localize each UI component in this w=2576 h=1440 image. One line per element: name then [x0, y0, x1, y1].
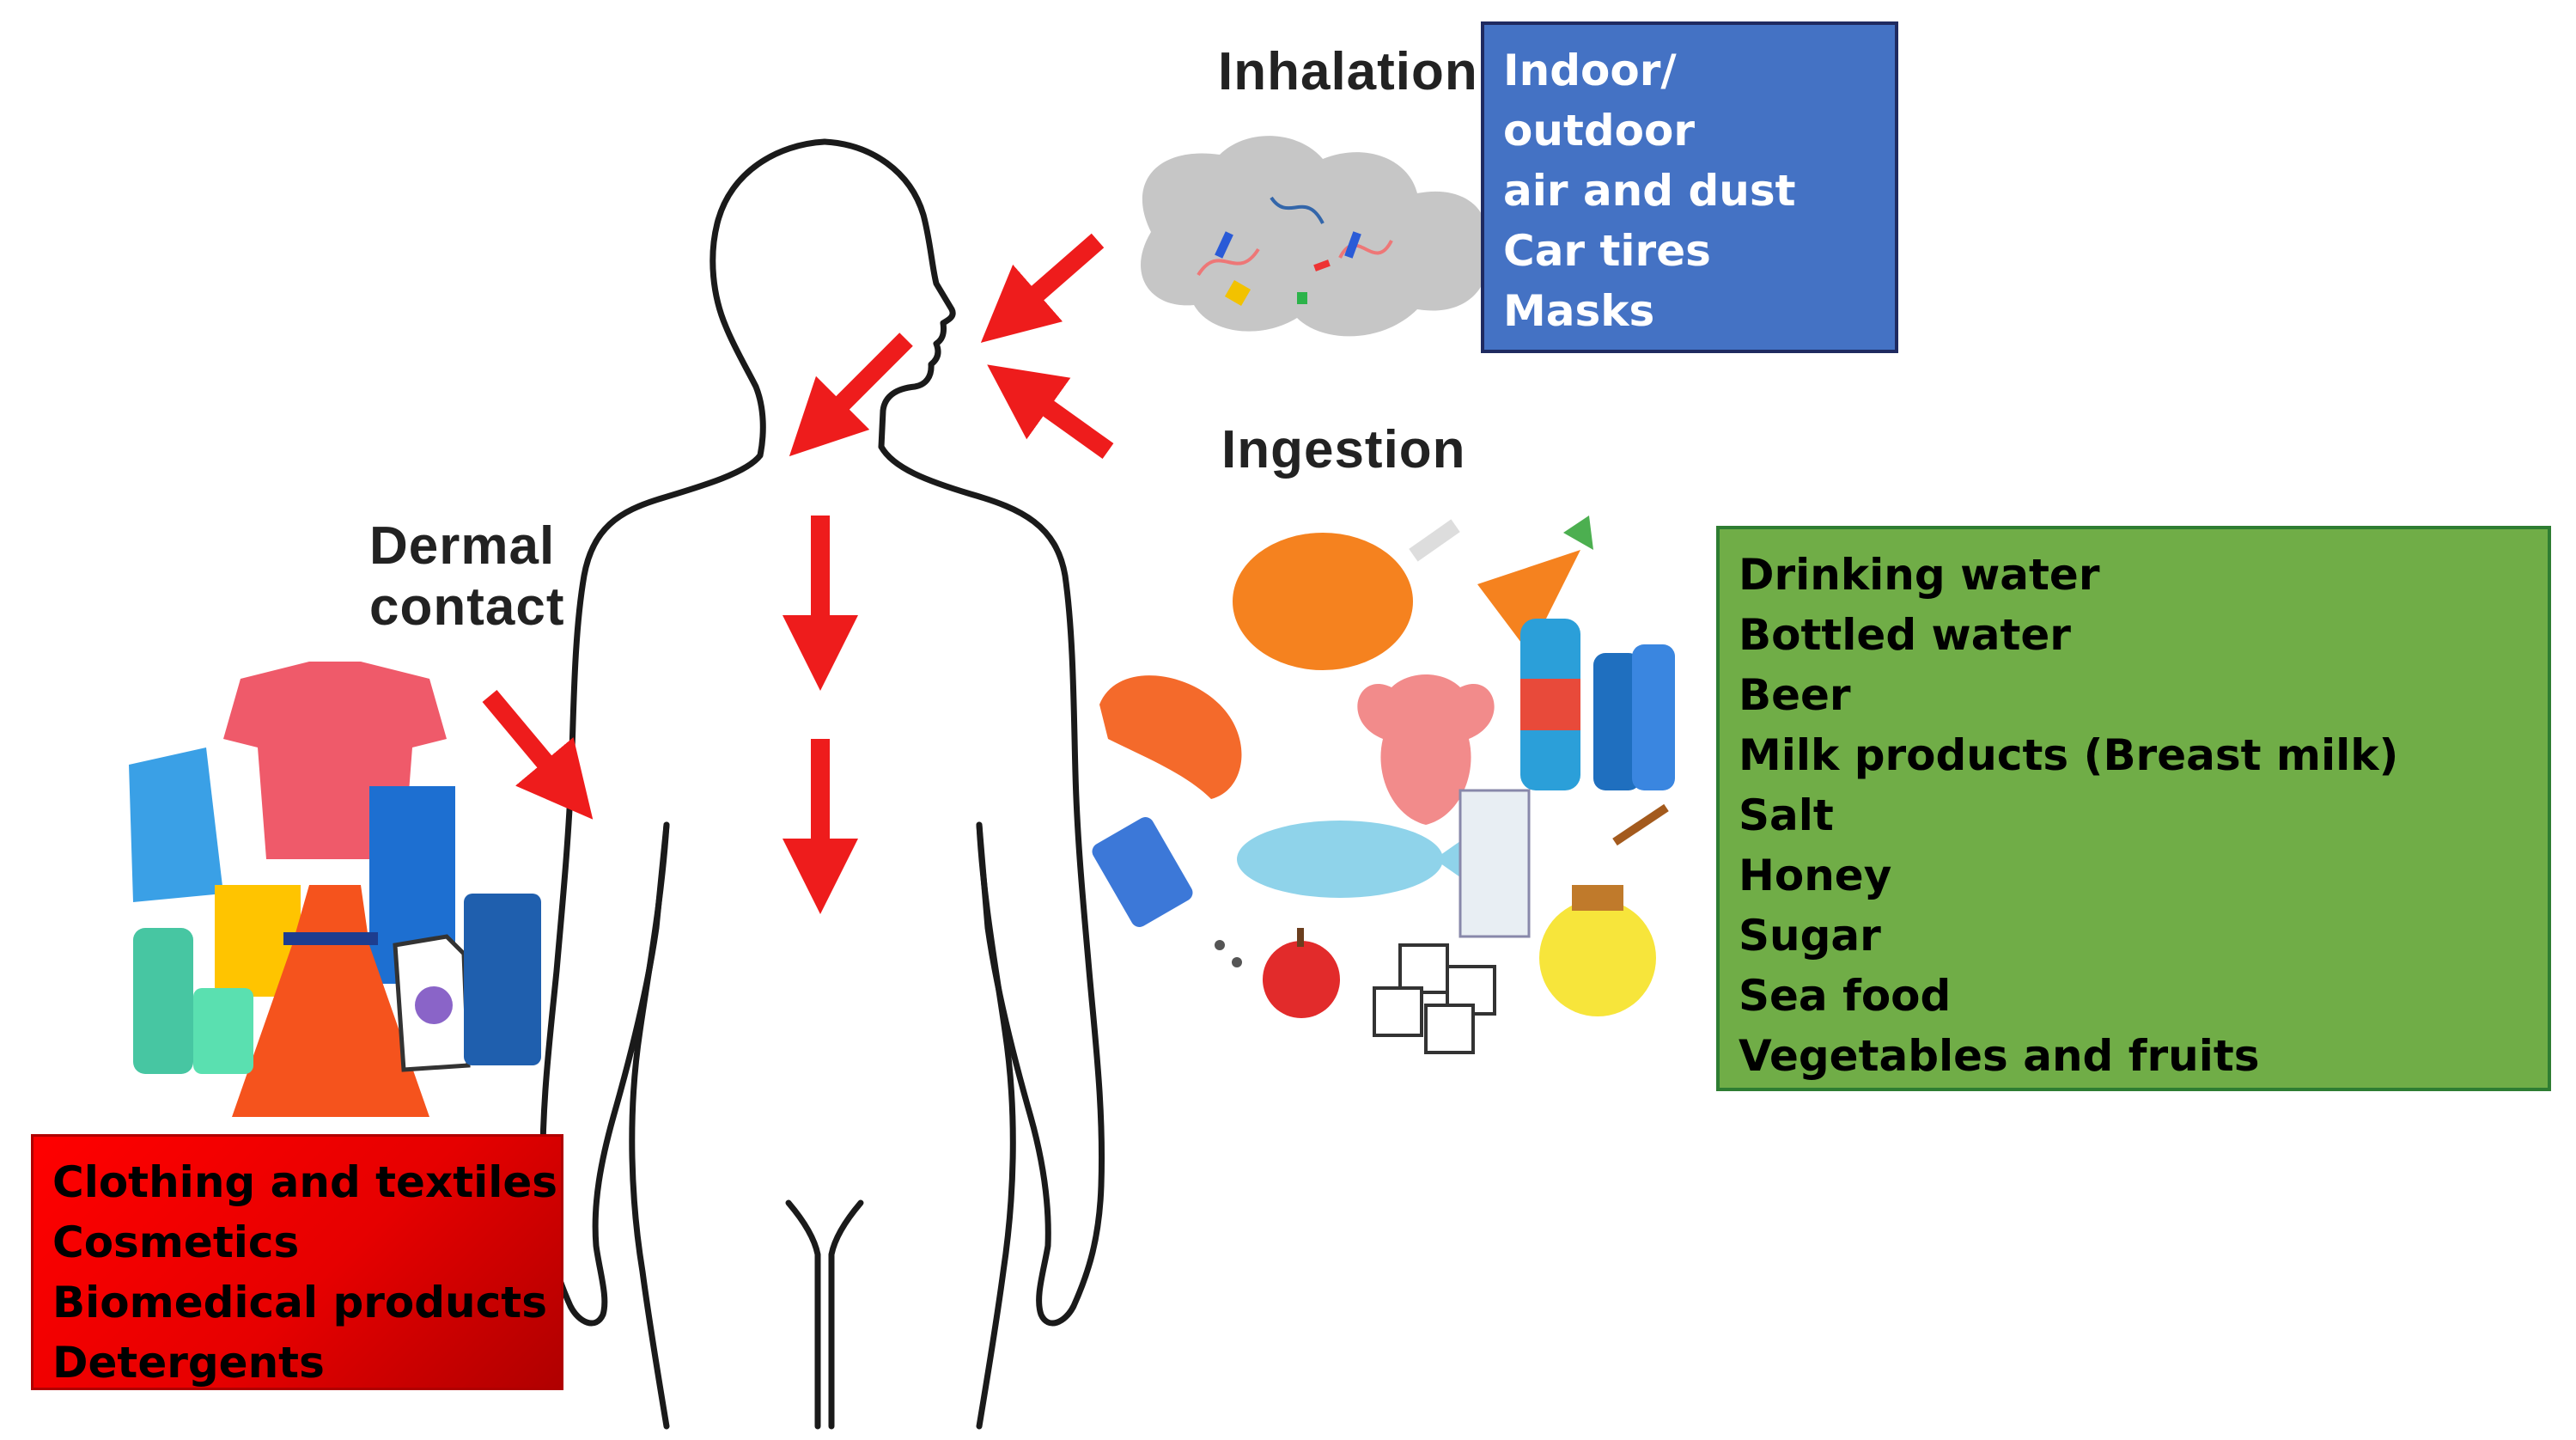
dermal-arrow	[482, 689, 594, 820]
ingestion-source-item: Sugar	[1739, 911, 1881, 961]
inhalation-arrow-1	[980, 233, 1105, 343]
inhalation-source-item: Car tires	[1503, 226, 1711, 276]
ingestion-source-item: Milk products (Breast milk)	[1739, 730, 2399, 780]
chicken-icon	[1233, 533, 1413, 670]
lobster-icon	[1357, 674, 1495, 825]
ingestion-label: Ingestion	[1221, 419, 1466, 480]
ingestion-source-item: Vegetables and fruits	[1739, 1031, 2260, 1081]
inhalation-label-text: Inhalation	[1218, 42, 1478, 101]
inhalation-label: Inhalation	[1218, 41, 1478, 102]
cosmetic-bottle-icon	[133, 928, 193, 1074]
inhalation-source-item: Indoor/	[1503, 46, 1677, 95]
apple-icon	[1263, 941, 1340, 1018]
ingestion-source-item: Bottled water	[1739, 610, 2071, 660]
ingestion-source-item: Salt	[1739, 790, 1834, 840]
exposure-arrows	[482, 233, 1114, 914]
dermal-source-item: Cosmetics	[52, 1217, 300, 1267]
airborne-microplastics-cloud-icon	[1141, 136, 1488, 337]
clothing-and-detergents-cluster-icon	[129, 662, 541, 1117]
dermal-source-item: Biomedical products	[52, 1278, 547, 1327]
dermal-source-item: Clothing and textiles	[52, 1157, 558, 1207]
inhalation-source-item: Masks	[1503, 286, 1655, 336]
ingestion-label-text: Ingestion	[1221, 420, 1466, 479]
shrimp-icon	[1099, 675, 1242, 799]
dermal-sources-box: Clothing and textiles Cosmetics Biomedic…	[31, 1134, 563, 1390]
dermal-label-line1: Dermal	[369, 516, 556, 576]
milk-carton-icon	[1459, 789, 1531, 938]
dermal-contact-label: Dermal contact	[369, 516, 564, 638]
dress-icon	[232, 885, 429, 1117]
dermal-source-item: Detergents	[52, 1338, 325, 1388]
body-silhouette-icon	[539, 138, 1105, 1430]
inhalation-arrow-2	[987, 364, 1114, 459]
fish-icon	[1237, 821, 1443, 898]
salt-shaker-icon	[1092, 817, 1193, 927]
inhalation-source-item: outdoor	[1503, 106, 1695, 156]
throat-arrow	[789, 333, 913, 457]
honey-jar-icon	[1539, 900, 1656, 1016]
ingestion-sources-box: Drinking water Bottled water Beer Milk p…	[1716, 526, 2551, 1091]
ingestion-source-item: Honey	[1739, 851, 1892, 900]
inhalation-sources-box: Indoor/ outdoor air and dust Car tires M…	[1481, 21, 1898, 353]
ingestion-source-item: Beer	[1739, 670, 1851, 720]
ingestion-source-item: Sea food	[1739, 971, 1952, 1021]
inhalation-source-item: air and dust	[1503, 166, 1796, 216]
dermal-label-line2: contact	[369, 577, 565, 638]
food-and-drink-cluster-icon	[1092, 516, 1675, 1054]
detergent-bag-icon	[464, 894, 541, 1065]
carrot-icon	[1477, 550, 1580, 653]
blue-shirt-icon	[129, 747, 223, 902]
sugar-cubes-icon	[1373, 943, 1496, 1054]
ingestion-source-item: Drinking water	[1739, 550, 2100, 600]
